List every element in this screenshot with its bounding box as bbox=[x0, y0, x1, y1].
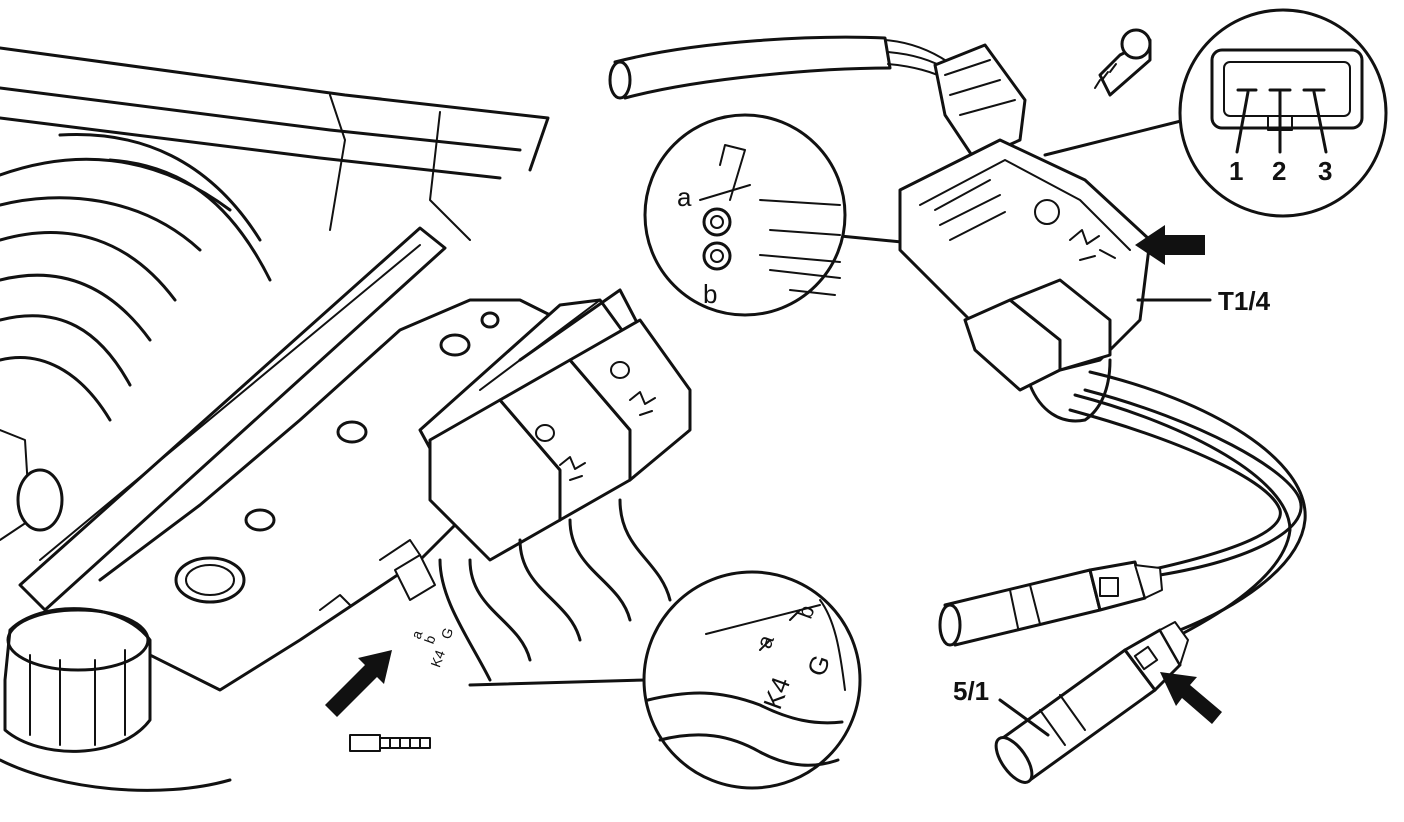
sensor-upper bbox=[938, 560, 1163, 647]
sensor-lower-tip bbox=[994, 736, 1034, 784]
coil-pack-ridge bbox=[479, 299, 601, 391]
coil-boots bbox=[468, 498, 672, 662]
head-cover-lower bbox=[118, 518, 462, 692]
runner-3 bbox=[0, 314, 132, 387]
coil-marking-k4: K4 bbox=[427, 648, 448, 670]
detail-circle-ab: a b bbox=[643, 113, 847, 317]
coil-t1-4-label-lines bbox=[934, 179, 1006, 241]
arrow-marking-icon bbox=[325, 650, 392, 717]
sensor-upper-tip bbox=[938, 603, 962, 647]
sensor-upper-body bbox=[943, 568, 1102, 647]
leader-detail-pins bbox=[1043, 118, 1187, 157]
runner-2 bbox=[0, 231, 177, 302]
oil-filler-inner bbox=[185, 564, 235, 596]
sensor-upper-grommet bbox=[1134, 564, 1163, 599]
engine-base bbox=[0, 758, 232, 792]
coil-t1-4-bolt-hole bbox=[1034, 199, 1060, 225]
coil-connector bbox=[394, 554, 436, 601]
coil-brackets bbox=[319, 539, 421, 611]
arrow-coil-icon bbox=[1135, 225, 1205, 265]
coil-boot-front bbox=[438, 558, 492, 682]
pin-label-1: 1 bbox=[1229, 156, 1243, 186]
coil-mounting-bolt bbox=[1094, 28, 1152, 97]
coil-marking-g: G bbox=[438, 625, 457, 641]
harness-cable bbox=[613, 35, 892, 100]
coil-bolt-2 bbox=[610, 361, 630, 379]
detail-circle-pins: 1 2 3 bbox=[1178, 8, 1388, 218]
manifold-rail-3 bbox=[0, 116, 502, 180]
detail-marking-rule bbox=[705, 604, 821, 635]
coil-symbol-2 bbox=[629, 391, 656, 416]
head-bolts bbox=[244, 311, 500, 532]
cable-1b bbox=[1068, 408, 1282, 572]
sensor-lower bbox=[994, 621, 1189, 784]
detail-label-b: b bbox=[703, 279, 717, 309]
runner-1b bbox=[0, 196, 202, 252]
harness-cable-end bbox=[608, 60, 632, 100]
coil-t1-4-boot-2 bbox=[1008, 278, 1112, 372]
runner-4 bbox=[58, 132, 262, 242]
leader-detail-marking bbox=[468, 678, 647, 687]
fuel-rail bbox=[18, 226, 447, 612]
coil-t1-4-boot-bottom bbox=[1028, 358, 1112, 423]
detail-circle-marking: a b K4 G bbox=[642, 570, 862, 790]
sensor-lower-mark bbox=[1133, 645, 1159, 671]
runner-2b bbox=[0, 273, 152, 342]
sensor-lower-grommet bbox=[1159, 621, 1189, 666]
spark-plug-small bbox=[349, 734, 431, 752]
cable-2b bbox=[1073, 393, 1292, 642]
coil-bolt-1 bbox=[535, 424, 555, 442]
connector-ribs bbox=[944, 59, 1016, 116]
coil-pack-installed bbox=[319, 288, 692, 752]
sensor-upper-mark bbox=[1099, 577, 1119, 597]
coil-symbol-1 bbox=[559, 456, 586, 481]
runner-3b bbox=[0, 356, 112, 422]
harness-connector bbox=[933, 43, 1027, 162]
head-cover-edge bbox=[98, 298, 562, 582]
detail-marking-arrows bbox=[759, 609, 801, 651]
oil-cap bbox=[3, 607, 152, 753]
coil-t1-4 bbox=[608, 28, 1152, 423]
sensor-cables bbox=[1068, 370, 1307, 642]
runner-4b bbox=[108, 158, 272, 282]
coil-marking: a b K4 G bbox=[408, 625, 457, 670]
part-label-t1-4: T1/4 bbox=[1218, 286, 1271, 316]
front-pulley bbox=[16, 468, 64, 532]
manifold-rail-2 bbox=[0, 86, 522, 152]
fuel-rail-edge bbox=[39, 244, 421, 561]
leader-5-1 bbox=[998, 698, 1050, 737]
sensor-upper-rings bbox=[1009, 584, 1041, 629]
cable-1 bbox=[1083, 388, 1303, 577]
detail-marking-edge-1 bbox=[646, 691, 844, 725]
detail-marking-edge-3 bbox=[819, 599, 846, 691]
engine-assembly bbox=[0, 46, 562, 792]
detail-label-a: a bbox=[677, 182, 692, 212]
detail-marking-edge-2 bbox=[658, 733, 840, 767]
coil-t1-4-symbol bbox=[1069, 229, 1116, 261]
pin-label-2: 2 bbox=[1272, 156, 1286, 186]
manifold-end-2 bbox=[429, 111, 471, 241]
manifold-end bbox=[329, 94, 346, 231]
sensor-lower-rings bbox=[1039, 694, 1086, 746]
coil-t1-4-top-edge bbox=[919, 159, 1131, 251]
runner-1 bbox=[0, 157, 232, 212]
arrow-sensor-icon bbox=[1160, 672, 1222, 724]
manifold-rail-top bbox=[0, 46, 550, 172]
pin-label-3: 3 bbox=[1318, 156, 1332, 186]
coil-marking-b: b bbox=[421, 633, 439, 646]
part-label-5-1: 5/1 bbox=[953, 676, 989, 706]
